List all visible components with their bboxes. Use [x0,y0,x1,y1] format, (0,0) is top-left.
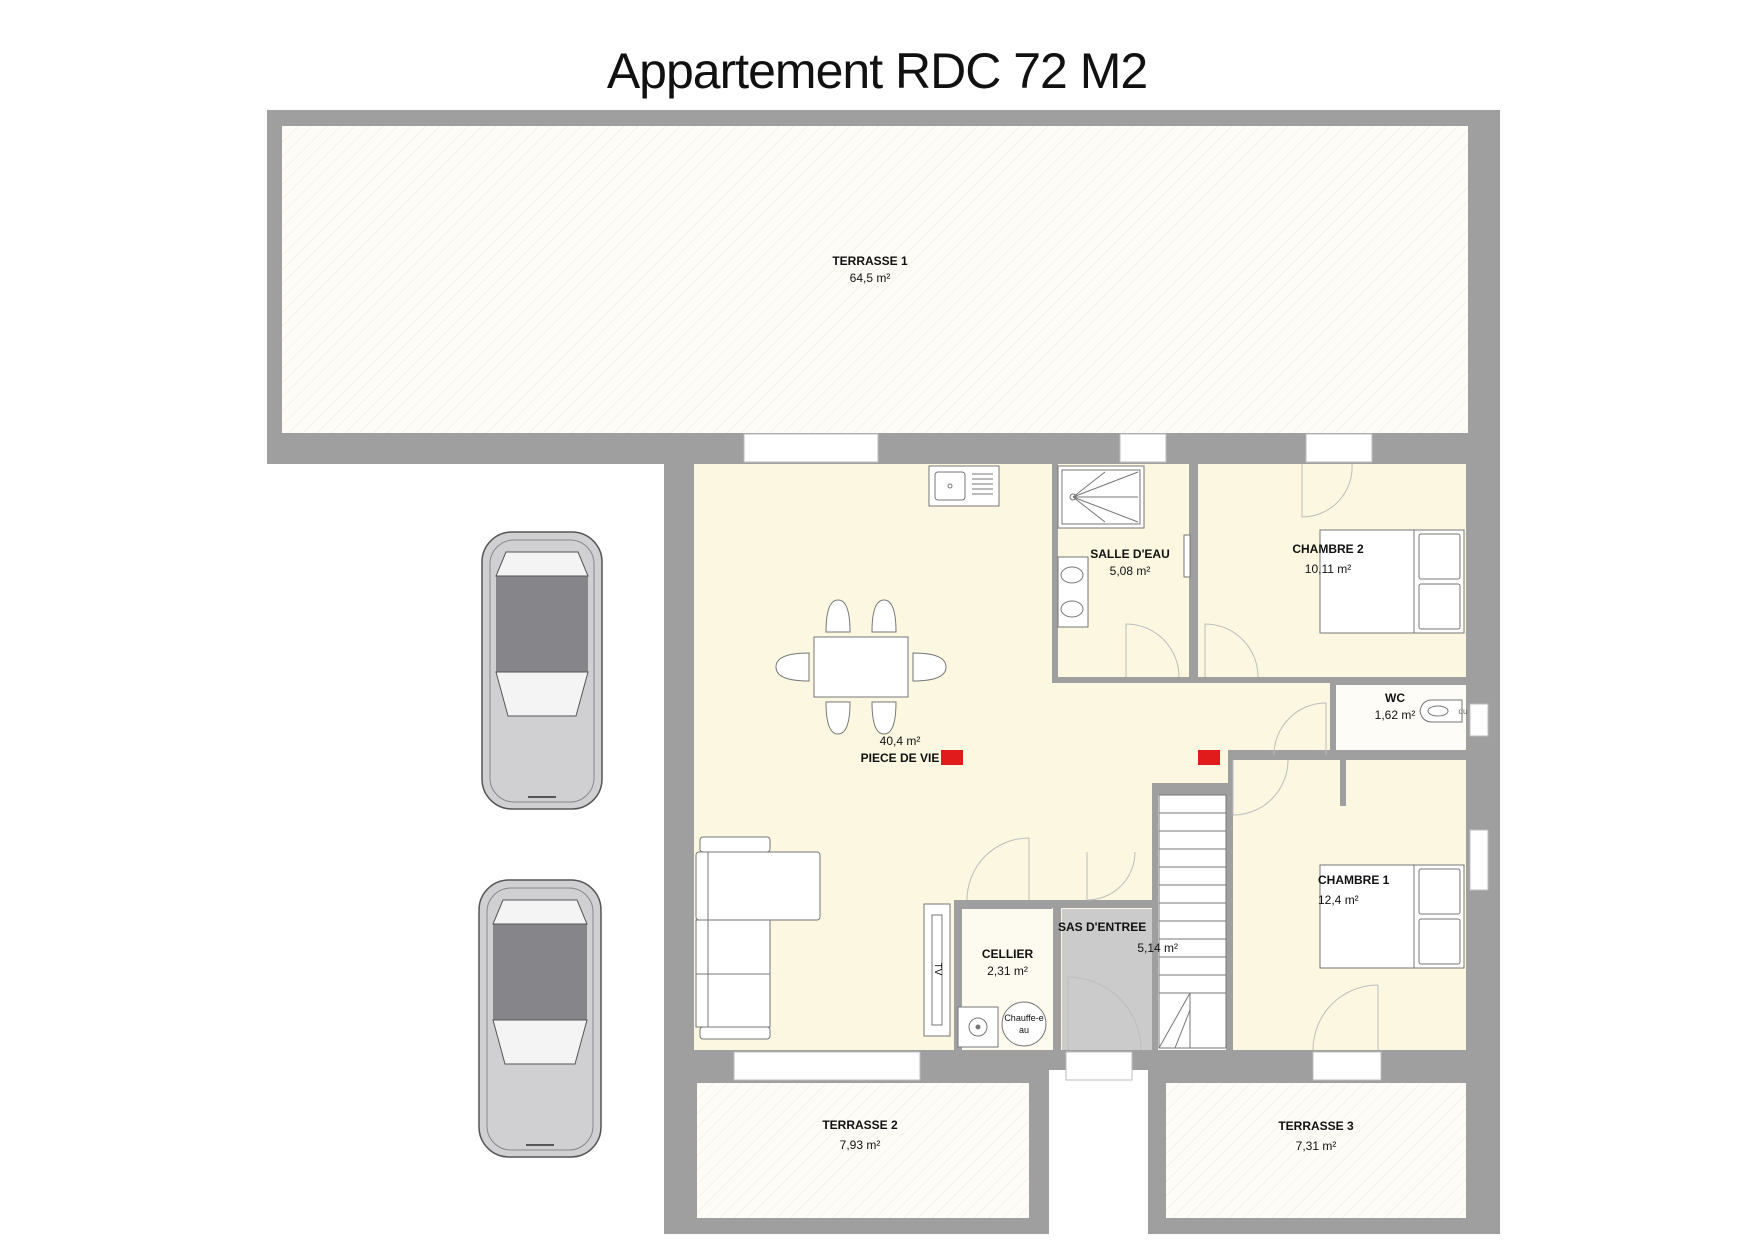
room-area: 64,5 m² [849,271,891,285]
wc-note: du [1458,707,1468,716]
equipment-marker [1198,750,1220,765]
room-area: 1,62 m² [1374,708,1416,722]
sofa-icon [695,836,821,1040]
water-heater-icon [1001,1001,1047,1047]
room-terrasse-1: TERRASSE 1 64,5 m² [790,253,950,287]
terrasse-2-floor [697,1083,1029,1218]
room-name: SALLE D'EAU [1090,547,1170,561]
terrasse-1-floor [282,126,1468,433]
room-area: 2,31 m² [987,964,1028,978]
room-name: CELLIER [981,947,1034,961]
room-cellier: CELLIER 2,31 m² [960,946,1055,980]
room-chambre-1: CHAMBRE 1 12,4 m² [1318,872,1408,909]
plan-title: Appartement RDC 72 M2 [606,43,1148,99]
room-name: WC [1385,691,1405,705]
room-area: 40,4 m² [879,734,921,748]
room-area: 5,08 m² [1109,564,1151,578]
car-icon [478,879,602,1158]
room-name: TERRASSE 1 [832,254,908,268]
room-area: 5,14 m² [1137,941,1178,955]
room-area: 10,11 m² [1304,562,1352,576]
sink-icon [1057,534,1191,628]
room-terrasse-2: TERRASSE 2 7,93 m² [800,1117,920,1154]
room-name: PIECE DE VIE [860,751,940,765]
stair-icon [1158,794,1227,1049]
room-area: 12,4 m² [1318,893,1359,907]
car-icon [481,531,603,810]
room-area: 7,31 m² [1295,1139,1337,1153]
room-name: CHAMBRE 1 [1318,873,1390,887]
dining-table-icon [775,599,947,735]
room-sas-entree: SAS D'ENTREE 5,14 m² [1058,919,1178,957]
room-name: CHAMBRE 2 [1292,542,1364,556]
washing-machine-icon [957,1006,999,1048]
shower-icon [1057,465,1145,529]
room-name: TERRASSE 2 [822,1118,898,1132]
room-piece-de-vie: 40,4 m² PIECE DE VIE [840,733,960,767]
kitchen-sink-icon [928,465,1000,507]
water-heater-label: Chauffe-eau [1004,1013,1044,1035]
terrasse-3-floor [1166,1083,1466,1218]
tv-stand-icon [923,903,951,1037]
room-area: 7,93 m² [839,1138,881,1152]
windows [733,433,1489,1081]
room-chambre-2: CHAMBRE 2 10,11 m² [1268,541,1388,578]
room-salle-deau: SALLE D'EAU 5,08 m² [1072,546,1188,580]
room-wc: WC 1,62 m² [1350,690,1440,724]
room-name: TERRASSE 3 [1278,1119,1354,1133]
tv-label: TV [932,962,943,976]
equipment-marker [941,750,963,765]
partitions [954,464,1466,1050]
bed-icon [1319,529,1465,969]
door-swing-icon [966,463,1379,1051]
room-terrasse-3: TERRASSE 3 7,31 m² [1256,1118,1376,1155]
room-name: SAS D'ENTREE [1058,920,1147,934]
toilet-icon [1419,699,1463,723]
